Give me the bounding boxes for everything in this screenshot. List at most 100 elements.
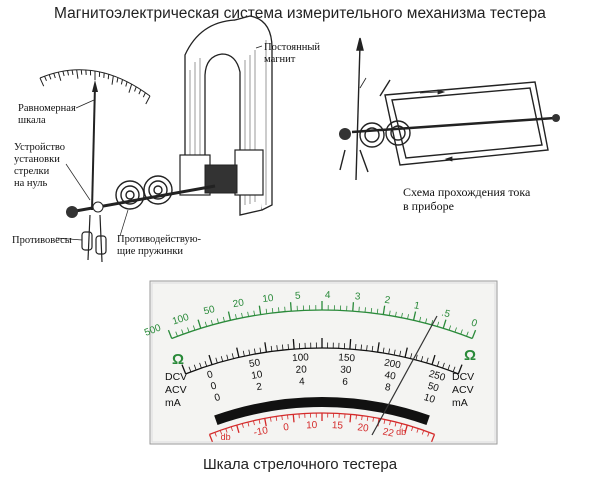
dc-scale-tick <box>404 347 408 358</box>
ohm-scale-tick <box>167 329 173 339</box>
db-scale-tick <box>214 432 217 437</box>
counterweights-label: Противовесы <box>12 235 72 246</box>
ohm-scale-label: 4 <box>325 290 331 301</box>
ohm-scale-tick <box>454 327 457 333</box>
ohm-scale-tick <box>241 312 243 318</box>
db-scale-tick <box>400 423 403 428</box>
db-scale-tick <box>258 419 261 424</box>
dc-scale-tick <box>248 349 251 356</box>
ohm-scale-tick <box>175 331 178 337</box>
dc-scale-tick <box>366 345 368 351</box>
dc-scale-tick <box>208 354 213 365</box>
counterweights <box>81 214 107 263</box>
dc-scale-tick <box>193 364 197 371</box>
ohm-scale-tick <box>197 319 202 329</box>
ohm-scale-tick <box>419 316 422 322</box>
db-scale-tick <box>292 414 295 423</box>
ohm-scale-label: 20 <box>232 297 245 310</box>
ohm-scale-tick <box>448 325 452 331</box>
db-right-label: db <box>396 427 406 437</box>
db-left-label: db <box>221 432 231 442</box>
db-scale-tick <box>430 434 436 443</box>
db-scale-tick <box>230 426 233 432</box>
dc-scale-label-10: 6 <box>342 377 349 388</box>
ohm-scale-tick <box>442 319 447 329</box>
dc-scale-label-250: 150 <box>338 352 356 364</box>
dc-scale-tick <box>199 362 202 369</box>
current-flow-label-line1: Схема прохождения тока <box>403 185 531 199</box>
ohm-scale-tick <box>271 307 274 314</box>
zero-adjuster-label-line4: на нуль <box>14 178 48 189</box>
ohm-scale-label: 10 <box>262 293 275 305</box>
db-scale-tick <box>281 415 283 421</box>
dc-scale-tick <box>226 354 229 361</box>
dc-scale-tick <box>276 345 278 351</box>
figure-title: Магнитоэлектрическая система измерительн… <box>54 5 546 22</box>
dc-scale-tick <box>410 353 413 359</box>
dc-scale-label-50: 30 <box>340 364 352 376</box>
dc-scale-tick <box>242 350 245 357</box>
current-flow-drawing <box>339 37 556 181</box>
ohm-scale-tick <box>388 310 391 316</box>
ohm-symbol-right: Ω <box>464 347 476 364</box>
db-scale-tick <box>241 423 244 428</box>
db-scale-label: 15 <box>332 420 344 432</box>
db-scale-tick <box>219 430 223 435</box>
mirror-band <box>214 397 430 425</box>
db-scale-tick <box>270 417 272 422</box>
ohm-scale-tick <box>407 314 409 320</box>
dc-scale-tick <box>292 339 295 350</box>
db-scale-tick <box>236 424 240 433</box>
dc-scale-tick <box>231 353 234 359</box>
dc-scale-tick <box>215 357 218 364</box>
springs-label-line2: щие пружинки <box>117 246 184 257</box>
ohm-scale-tick <box>289 302 292 312</box>
dc-scale-tick <box>270 345 273 352</box>
uniform-scale-label-line2: шкала <box>18 115 46 126</box>
ohm-scale-label: 100 <box>171 312 191 328</box>
ohm-scale-tick <box>395 311 397 317</box>
dc-scale-tick <box>436 360 440 367</box>
unit-label-right: mA <box>452 397 468 409</box>
ohm-scale-tick <box>466 331 469 337</box>
db-scale-tick <box>361 415 363 421</box>
db-scale-tick <box>427 432 430 437</box>
dc-scale-label-10: 8 <box>384 382 392 394</box>
db-scale-tick <box>253 420 255 426</box>
db-scale-tick <box>421 430 425 435</box>
dc-scale-tick <box>181 364 187 375</box>
zero-adjuster-label: Устройство установки стрелки на нуль <box>14 142 65 190</box>
db-scale-tick <box>383 419 386 424</box>
spring-left <box>115 180 145 210</box>
dc-scale-label-50: 20 <box>295 364 307 376</box>
db-scale-tick <box>349 414 352 423</box>
springs-label: Противодействую- щие пружинки <box>117 234 201 258</box>
dc-scale-arc <box>185 347 459 375</box>
dc-scale-label-50: 50 <box>426 381 440 395</box>
permanent-magnet-label: Постоянный магнит <box>264 42 320 66</box>
ohm-scale-tick <box>431 319 434 325</box>
dc-scale-tick <box>204 360 208 367</box>
unit-label-left: DCV <box>165 371 187 383</box>
unit-label-left: ACV <box>165 384 187 396</box>
dc-scale-label-50: 0 <box>210 380 219 392</box>
ohm-scale-label: .5 <box>440 308 451 321</box>
ohm-scale-tick <box>187 327 190 333</box>
scale-needle <box>371 315 438 436</box>
dc-scale-tick <box>220 356 224 362</box>
dc-scale-label-250: 200 <box>383 358 402 372</box>
dc-scale-tick <box>382 347 385 354</box>
dc-scale-tick <box>399 350 402 357</box>
db-scale-label: -10 <box>253 425 270 439</box>
ohm-scale-label: 50 <box>203 304 217 317</box>
dc-scale-tick <box>442 362 445 369</box>
ohm-scale-tick <box>436 321 440 327</box>
ohm-scale-tick <box>425 318 428 324</box>
ohm-scale-arc <box>171 309 473 340</box>
ohm-scale-tick <box>227 311 232 321</box>
dc-scale-tick <box>393 349 396 356</box>
ohm-scale-tick <box>460 329 463 335</box>
ohm-scale-tick <box>247 311 249 317</box>
db-scale-tick <box>247 421 250 427</box>
db-scale-label: 10 <box>306 420 318 431</box>
